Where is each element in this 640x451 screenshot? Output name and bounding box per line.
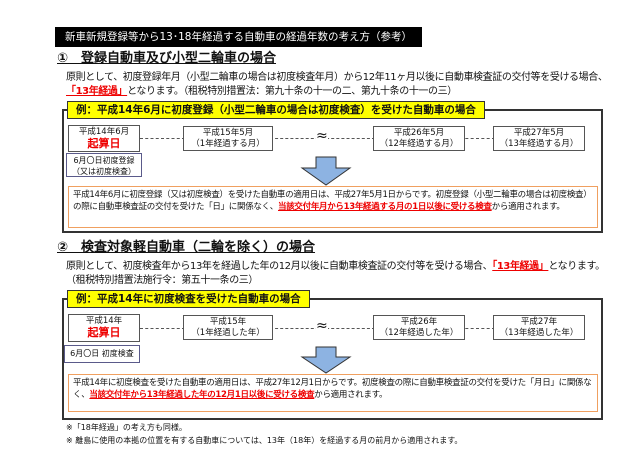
timeline-dash	[460, 138, 495, 139]
break-icon: ≈	[316, 128, 328, 144]
timeline-year-1: 平成15年5月（1年経過する月）	[183, 126, 273, 151]
break-icon: ≈	[316, 318, 328, 334]
label: 平成15年	[209, 317, 247, 327]
text: 平成14年6月に初度登録（又は初度検査）を受けた自動車の適用日は、平成27年5月…	[73, 190, 592, 212]
label: （12年経過する月）	[379, 139, 459, 149]
highlight: 当該交付年から13年経過した年の12月1日以後に受ける検査	[89, 390, 315, 400]
down-arrow-icon	[300, 156, 352, 186]
section1-paragraph: 原則として、初度登録年月（小型二輪車の場合は初度検査年月）から12年11ヶ月以後…	[66, 71, 614, 99]
timeline-year-1: 平成15年（1年経過した年）	[183, 315, 273, 340]
down-arrow-icon	[300, 346, 352, 374]
label: 平成26年5月	[393, 128, 445, 138]
result-box-1: 平成14年6月に初度登録（又は初度検査）を受けた自動車の適用日は、平成27年5月…	[68, 186, 598, 228]
footnote: ※ 離島に使用の本拠の位置を有する自動車については、13年（18年）を経過する月…	[66, 436, 463, 445]
highlight-13-years: 「13年経過」	[492, 261, 549, 272]
example-label-1: 例：平成14年6月に初度登録（小型二輪車の場合は初度検査）を受けた自動車の場合	[67, 101, 485, 119]
timeline-year-12: 平成26年（12年経過した年）	[373, 315, 465, 340]
section1-heading: ① 登録自動車及び小型二輪車の場合	[57, 51, 277, 66]
footnote: ※「18年経過」の考え方も同様。	[66, 423, 187, 432]
text: となります。（租税特別措置法施行令：第五十一条の三）	[66, 261, 605, 286]
label: （13年経過する月）	[499, 139, 579, 149]
timeline-start: 平成14年起算日	[68, 314, 140, 342]
timeline-dash	[140, 138, 185, 139]
label: 平成27年5月	[513, 128, 565, 138]
label: （1年経過した年）	[191, 328, 265, 338]
label: 平成27年	[520, 317, 558, 327]
label: 平成26年	[400, 317, 438, 327]
label: 平成14年6月	[78, 127, 130, 137]
label: （又は初度検査）	[72, 167, 136, 176]
label: 平成14年	[85, 316, 123, 326]
example-label-2: 例：平成14年に初度検査を受けた自動車の場合	[67, 290, 310, 308]
text: から適用されます。	[491, 202, 565, 212]
timeline-dash	[460, 328, 495, 329]
text: 原則として、初度検査年から13年を経過した年の12月以後に自動車検査証の交付等を…	[66, 261, 493, 272]
timeline-year-12: 平成26年5月（12年経過する月）	[373, 126, 465, 151]
section2-paragraph: 原則として、初度検査年から13年を経過した年の12月以後に自動車検査証の交付等を…	[66, 260, 614, 288]
timeline-year-13: 平成27年（13年経過した年）	[493, 315, 585, 340]
start-date-label: 起算日	[87, 137, 121, 150]
label: 6月〇日初度登録	[73, 156, 135, 165]
label: （13年経過した年）	[499, 328, 579, 338]
text: 平成14年に初度検査を受けた自動車の適用日は、平成27年12月1日からです。初度…	[73, 378, 592, 400]
page-title: 新車新規登録等から13･18年経過する自動車の経過年数の考え方（参考）	[55, 27, 422, 47]
label: （12年経過した年）	[379, 328, 459, 338]
highlight-13-years: 「13年経過」	[66, 86, 128, 97]
example-box-2	[62, 298, 603, 420]
start-date-label: 起算日	[87, 326, 121, 339]
timeline-dash	[140, 328, 185, 329]
start-note-box: 6月〇日 初度検査	[64, 345, 140, 363]
label: （1年経過する月）	[191, 139, 265, 149]
result-box-2: 平成14年に初度検査を受けた自動車の適用日は、平成27年12月1日からです。初度…	[68, 374, 598, 412]
text: 原則として、初度登録年月（小型二輪車の場合は初度検査年月）から12年11ヶ月以後…	[66, 72, 608, 83]
label: 平成15年5月	[202, 128, 254, 138]
text: となります。（租税特別措置法：第九十条の十一の二、第九十条の十一の三）	[127, 86, 457, 97]
section2-heading: ② 検査対象軽自動車（二輪を除く）の場合	[57, 240, 316, 255]
text: から適用されます。	[314, 390, 388, 400]
highlight: 当該交付年月から13年経過する月の1日以後に受ける検査	[278, 202, 492, 212]
timeline-year-13: 平成27年5月（13年経過する月）	[493, 126, 585, 151]
start-note-box: 6月〇日初度登録 （又は初度検査）	[66, 153, 142, 177]
timeline-start: 平成14年6月起算日	[68, 125, 140, 152]
